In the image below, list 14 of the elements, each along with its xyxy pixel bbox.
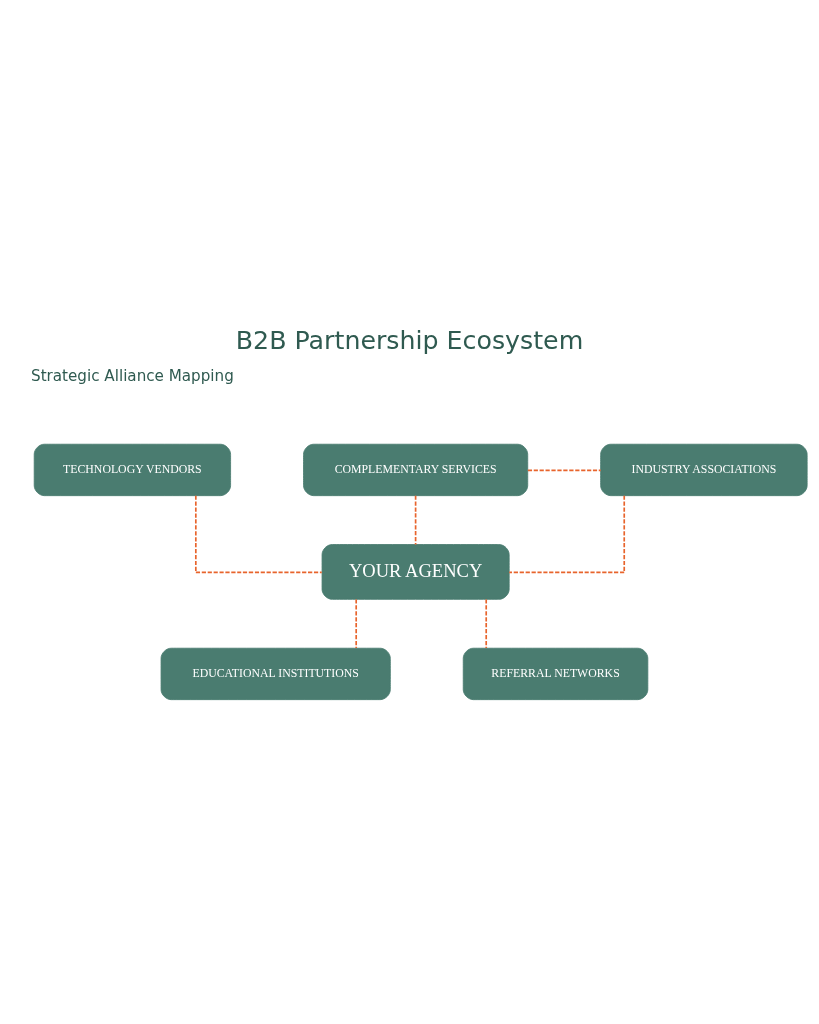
connector (414, 494, 417, 545)
connector (527, 469, 602, 471)
diagram-title: B2B Partnership Ecosystem (235, 325, 584, 355)
connector (194, 494, 323, 573)
connector (485, 598, 488, 649)
node-box: EDUCATIONAL INSTITUTIONS (160, 647, 391, 700)
label: Strategic Alliance Mapping (31, 366, 234, 385)
node-box: REFERRAL NETWORKS (462, 647, 649, 700)
connector (508, 494, 626, 573)
node-box: TECHNOLOGY VENDORS (33, 443, 231, 496)
node-box: COMPLEMENTARY SERVICES (303, 443, 529, 496)
node-box: INDUSTRY ASSOCIATIONS (600, 443, 808, 496)
node-box: YOUR AGENCY (321, 543, 510, 600)
connector (355, 598, 358, 649)
